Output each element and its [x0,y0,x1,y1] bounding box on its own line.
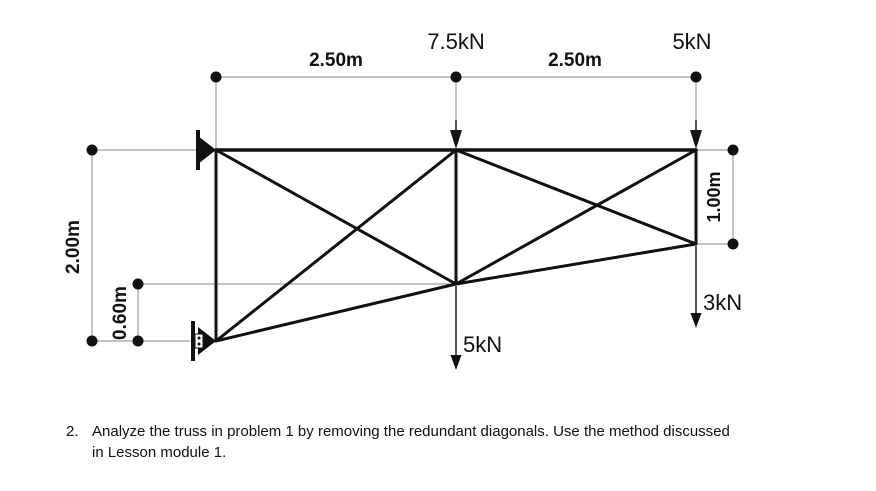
diagonal-right-down [454,148,698,246]
load-bottom-middle-label: 5kN [463,332,502,357]
dimension-dot [86,335,98,347]
diagonal-left-up [214,148,458,343]
bottom-chord-right [454,242,698,286]
load-top-middle-label: 7.5kN [427,29,484,54]
load-top-right: 5kN [672,29,712,149]
span-right-label: 2.50m [548,50,602,71]
bottom-chord-left [214,282,458,343]
dimension-dot [450,71,462,83]
total-height-label: 2.00m [63,220,84,274]
truss-members [214,148,698,343]
height-dimension: 2.00m [63,144,200,347]
support-offset-dimension: 0.60m [110,278,456,347]
question-line-1: Analyze the truss in problem 1 by removi… [92,423,730,440]
dimension-dot [132,278,144,290]
dimension-dot [727,238,739,250]
load-top-right-label: 5kN [672,29,711,54]
diagonal-right-up [454,148,698,286]
load-bottom-right: 3kN [690,246,742,328]
dimension-dot [690,71,702,83]
question-line-2: in Lesson module 1. [92,444,227,461]
roller-support-bottom [191,321,216,361]
right-depth-dimension: 1.00m [696,144,739,250]
horizontal-dimension: 2.50m 2.50m [210,50,702,150]
dimension-dot [727,144,739,156]
diagonal-left-down [214,148,458,286]
load-bottom-right-label: 3kN [703,290,742,315]
span-left-label: 2.50m [309,50,363,71]
dimension-dot [132,335,144,347]
load-top-middle: 7.5kN [427,29,485,149]
support-offset-label: 0.60m [110,286,131,340]
load-bottom-middle: 5kN [450,286,502,370]
dimension-dot [210,71,222,83]
question-number: 2. [66,423,79,440]
question-text: 2. Analyze the truss in problem 1 by remo… [66,421,826,463]
pin-support-top [196,130,216,170]
dimension-dot [86,144,98,156]
right-depth-label: 1.00m [704,171,724,222]
